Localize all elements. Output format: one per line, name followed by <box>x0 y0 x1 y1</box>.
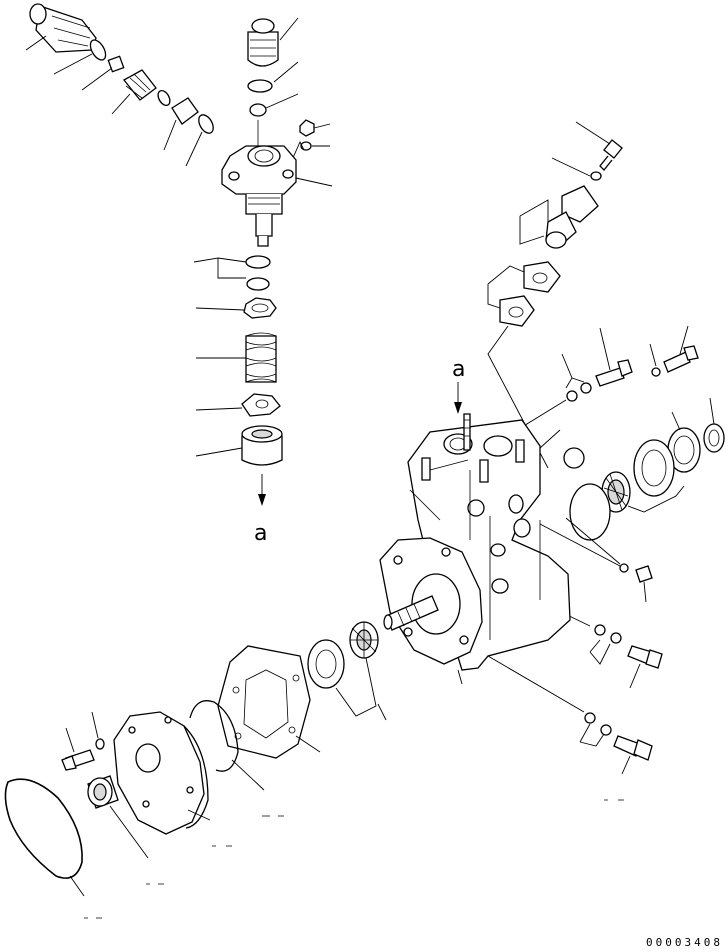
o-rings-pair-part <box>245 255 271 291</box>
leader-line <box>65 727 75 753</box>
drive-shaft-part <box>383 595 439 631</box>
o-ring-part <box>247 79 273 93</box>
shaft-seal-part <box>307 639 345 689</box>
cover-bolt-part <box>61 749 95 771</box>
delivery-valve-holder-part <box>29 3 97 53</box>
mount-washers-lower-part <box>584 712 612 736</box>
leader-line <box>575 121 611 145</box>
leader-line <box>195 447 243 457</box>
oil-seal-part <box>703 423 725 453</box>
leader-line <box>295 735 321 753</box>
delivery-valve-part <box>249 103 267 117</box>
gasket-part <box>198 114 214 134</box>
assembly-line <box>539 429 561 449</box>
spring-upper-seat-part <box>243 297 277 319</box>
leader-line <box>25 35 47 51</box>
leader-line <box>539 523 621 567</box>
leader-line <box>457 669 463 685</box>
view-label-top: a <box>452 357 465 382</box>
view-arrow-head <box>454 402 462 414</box>
leader-line <box>195 407 243 411</box>
cover-washer-part <box>95 738 105 750</box>
spring-lower-seat-part <box>241 393 281 417</box>
plug-part <box>635 565 653 583</box>
leader-line <box>295 177 333 187</box>
leader-line <box>69 875 85 897</box>
leader-line <box>671 411 681 431</box>
leader-line <box>163 119 177 151</box>
leader-line <box>621 755 631 775</box>
leader-bracket <box>519 199 549 245</box>
leader-line <box>81 67 113 91</box>
leader-line <box>53 53 93 75</box>
leader-line <box>291 140 305 161</box>
leader-line <box>273 61 299 83</box>
element-flange-part <box>221 145 297 247</box>
leader-bracket <box>627 485 685 513</box>
connector-bolt-part <box>663 345 699 373</box>
o-ring-part <box>89 39 107 61</box>
sensor-adapter-part <box>499 295 535 327</box>
plunger-spring-part <box>245 332 277 383</box>
nut-part <box>299 119 315 137</box>
connector-washer-part <box>651 367 661 377</box>
small-o-ring-part <box>157 89 171 107</box>
leader-line <box>551 157 591 177</box>
bearing-outer-race-part <box>633 439 675 497</box>
banjo-bolt-part <box>595 359 633 387</box>
leader-bracket <box>193 257 247 279</box>
leader-line <box>111 93 131 115</box>
leader-line <box>649 343 657 367</box>
valve-spring-part <box>107 55 125 73</box>
sensor-washer-part <box>590 171 602 181</box>
leader-bracket <box>561 353 585 389</box>
leader-line <box>195 307 245 311</box>
mount-bolt-upper-part <box>627 645 663 669</box>
stopper-spring-part <box>123 69 157 101</box>
leader-line <box>679 325 689 355</box>
cover-gasket-part <box>217 645 311 759</box>
leader-line <box>709 397 715 425</box>
leader-line <box>91 711 99 739</box>
leader-line <box>377 703 387 721</box>
leader-bracket <box>487 265 525 309</box>
small-o-ring-right-part <box>563 447 585 469</box>
leader-line <box>313 123 331 129</box>
leader-line <box>599 327 611 371</box>
sensor-gasket-part <box>523 261 561 293</box>
leader-bracket <box>335 657 377 717</box>
leader-line <box>265 93 299 109</box>
leader-line <box>109 805 149 859</box>
assembly-line <box>565 517 621 565</box>
cover-o-ring-part <box>189 700 239 772</box>
view-arrow-head <box>258 494 266 506</box>
body-o-ring-part <box>569 483 611 541</box>
leader-line <box>187 809 211 821</box>
leader-line <box>231 759 265 791</box>
view-label-bottom: a <box>254 521 267 546</box>
tappet-part <box>241 425 283 466</box>
bushing-part <box>87 775 119 809</box>
valve-seat-part <box>171 97 199 125</box>
mount-washers-upper-part <box>594 624 622 644</box>
sensor-bolt-part <box>599 139 623 171</box>
large-o-ring-part <box>4 778 83 879</box>
assembly-line <box>487 655 585 713</box>
drawing-number: 00003408 <box>646 936 723 949</box>
speed-sensor-part <box>545 185 599 249</box>
leader-bracket <box>579 723 605 747</box>
front-cover-part <box>113 711 209 835</box>
washer-pair-part <box>566 382 592 402</box>
leader-line <box>185 131 203 167</box>
leader-bracket <box>589 639 611 665</box>
valve-holder-top-part <box>247 18 279 67</box>
leader-line <box>279 17 299 41</box>
leader-line <box>629 663 641 689</box>
mount-bolt-lower-part <box>613 735 653 761</box>
plug-washer-part <box>619 563 629 573</box>
shaft-bearing-part <box>349 621 379 659</box>
leader-line <box>643 581 647 603</box>
